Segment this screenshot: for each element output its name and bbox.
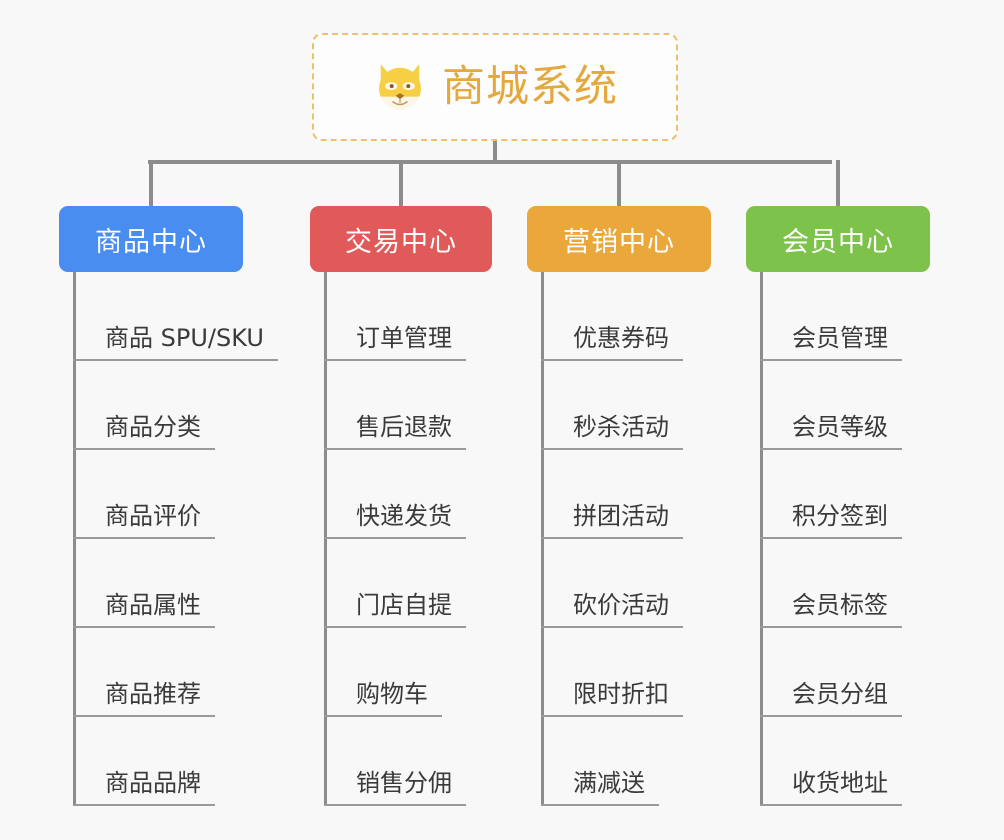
leaf-item[interactable]: 满减送: [541, 717, 683, 806]
leaf-spine: [324, 272, 327, 806]
leaf-list: 订单管理售后退款快递发货门店自提购物车销售分佣: [324, 272, 466, 806]
category-box-2[interactable]: 交易中心: [310, 206, 492, 272]
leaf-item[interactable]: 销售分佣: [324, 717, 466, 806]
leaf-item[interactable]: 商品 SPU/SKU: [73, 272, 278, 361]
leaf-item-label: 会员等级: [760, 414, 902, 450]
leaf-item-label: 秒杀活动: [541, 414, 683, 450]
leaf-item[interactable]: 收货地址: [760, 717, 902, 806]
leaf-list: 优惠券码秒杀活动拼团活动砍价活动限时折扣满减送: [541, 272, 683, 806]
connector-root-stem: [493, 141, 497, 163]
leaf-item-label: 会员管理: [760, 325, 902, 361]
leaf-item-label: 快递发货: [324, 503, 466, 539]
root-node[interactable]: 商城系统: [312, 33, 678, 141]
connector-drop-4: [836, 160, 840, 208]
leaf-item[interactable]: 限时折扣: [541, 628, 683, 717]
connector-horizontal-bus: [148, 160, 832, 164]
leaf-item-label: 限时折扣: [541, 681, 683, 717]
leaf-item-label: 拼团活动: [541, 503, 683, 539]
leaf-spine: [760, 272, 763, 806]
leaf-item[interactable]: 秒杀活动: [541, 361, 683, 450]
category-box-1[interactable]: 商品中心: [59, 206, 243, 272]
connector-drop-1: [149, 160, 153, 208]
category-label: 交易中心: [345, 226, 457, 258]
leaf-item-label: 优惠券码: [541, 325, 683, 361]
leaf-item[interactable]: 拼团活动: [541, 450, 683, 539]
leaf-item[interactable]: 售后退款: [324, 361, 466, 450]
leaf-spine: [73, 272, 76, 806]
category-label: 营销中心: [563, 226, 675, 258]
leaf-item-label: 满减送: [541, 770, 659, 806]
leaf-item-label: 商品分类: [73, 414, 215, 450]
leaf-item-label: 商品 SPU/SKU: [73, 325, 278, 361]
leaf-item-label: 会员分组: [760, 681, 902, 717]
leaf-item[interactable]: 商品品牌: [73, 717, 278, 806]
category-box-4[interactable]: 会员中心: [746, 206, 930, 272]
leaf-item[interactable]: 商品分类: [73, 361, 278, 450]
connector-drop-2: [399, 160, 403, 208]
leaf-item-label: 购物车: [324, 681, 442, 717]
category-label: 商品中心: [95, 226, 207, 258]
category-label: 会员中心: [782, 226, 894, 258]
leaf-item-label: 销售分佣: [324, 770, 466, 806]
shiba-dog-face-icon: [379, 64, 421, 110]
leaf-item-label: 收货地址: [760, 770, 902, 806]
leaf-item[interactable]: 砍价活动: [541, 539, 683, 628]
leaf-item[interactable]: 订单管理: [324, 272, 466, 361]
leaf-item[interactable]: 商品属性: [73, 539, 278, 628]
leaf-item-label: 门店自提: [324, 592, 466, 628]
leaf-item-label: 积分签到: [760, 503, 902, 539]
leaf-list: 商品 SPU/SKU 商品分类商品评价商品属性商品推荐商品品牌: [73, 272, 278, 806]
leaf-item[interactable]: 积分签到: [760, 450, 902, 539]
leaf-item[interactable]: 会员管理: [760, 272, 902, 361]
leaf-item-label: 商品评价: [73, 503, 215, 539]
leaf-item[interactable]: 购物车: [324, 628, 466, 717]
leaf-item[interactable]: 会员等级: [760, 361, 902, 450]
leaf-item-label: 砍价活动: [541, 592, 683, 628]
leaf-item-label: 商品品牌: [73, 770, 215, 806]
leaf-item-label: 售后退款: [324, 414, 466, 450]
leaf-list: 会员管理会员等级积分签到会员标签会员分组收货地址: [760, 272, 902, 806]
leaf-item[interactable]: 商品评价: [73, 450, 278, 539]
connector-drop-3: [617, 160, 621, 208]
leaf-item[interactable]: 优惠券码: [541, 272, 683, 361]
leaf-item[interactable]: 商品推荐: [73, 628, 278, 717]
category-box-3[interactable]: 营销中心: [527, 206, 711, 272]
leaf-item-label: 商品推荐: [73, 681, 215, 717]
leaf-item-label: 商品属性: [73, 592, 215, 628]
root-title: 商城系统: [442, 61, 618, 112]
leaf-item[interactable]: 门店自提: [324, 539, 466, 628]
leaf-item[interactable]: 会员标签: [760, 539, 902, 628]
leaf-item[interactable]: 会员分组: [760, 628, 902, 717]
leaf-item[interactable]: 快递发货: [324, 450, 466, 539]
leaf-item-label: 会员标签: [760, 592, 902, 628]
leaf-spine: [541, 272, 544, 806]
leaf-item-label: 订单管理: [324, 325, 466, 361]
